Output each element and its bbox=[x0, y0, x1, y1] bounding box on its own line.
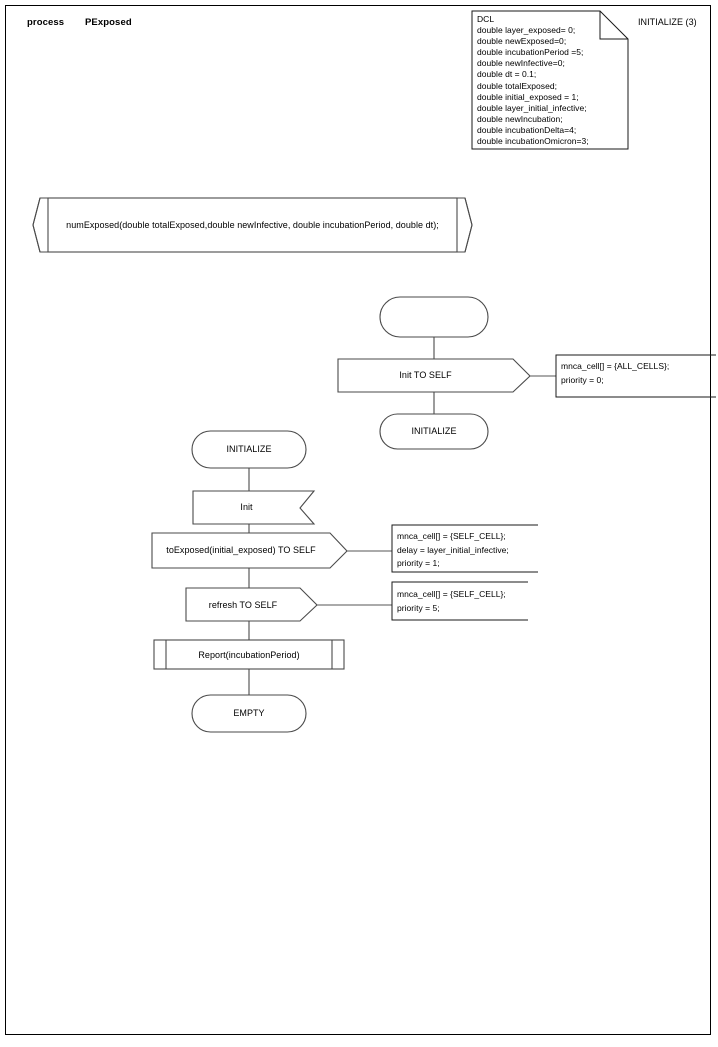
process-keyword-label: process bbox=[27, 17, 65, 28]
init-output-fill bbox=[338, 359, 530, 392]
report-procedure-fill bbox=[154, 640, 344, 669]
init-input-fill bbox=[193, 491, 314, 524]
init-input-shape bbox=[192, 490, 316, 525]
procedure-inner-rect bbox=[47, 197, 458, 253]
comment-refresh-text: mnca_cell[] = {SELF_CELL}; priority = 5; bbox=[397, 589, 506, 613]
init-output-label: Init TO SELF bbox=[399, 370, 452, 380]
comment-bracket-init bbox=[555, 354, 716, 398]
initialize-state-top-shape bbox=[379, 413, 489, 450]
dcl-note-outline bbox=[471, 10, 629, 150]
refresh-output-fill bbox=[186, 588, 317, 621]
report-procedure-label: Report(incubationPeriod) bbox=[198, 650, 300, 660]
comment-toexposed-text: mnca_cell[] = {SELF_CELL}; delay = layer… bbox=[397, 531, 509, 568]
procedure-right-wing bbox=[464, 197, 473, 253]
toexposed-output-label: toExposed(initial_exposed) TO SELF bbox=[166, 545, 316, 555]
refresh-output-shape bbox=[185, 587, 318, 622]
start-state-fill bbox=[380, 297, 488, 337]
initialize-state-main-fill bbox=[192, 431, 306, 468]
comment-init-text: mnca_cell[] = {ALL_CELLS}; priority = 0; bbox=[561, 361, 670, 385]
empty-state-fill bbox=[192, 695, 306, 732]
initialize-state-main-label: INITIALIZE bbox=[226, 444, 272, 454]
process-name-label: PExposed bbox=[85, 17, 132, 28]
initialize-state-top-label: INITIALIZE bbox=[411, 426, 457, 436]
init-input-label: Init bbox=[240, 502, 253, 512]
refresh-output-label: refresh TO SELF bbox=[208, 600, 278, 610]
empty-state-shape bbox=[191, 694, 307, 733]
dcl-note-fold-icon bbox=[599, 11, 628, 40]
procedure-hexagon bbox=[32, 197, 473, 253]
init-output-shape bbox=[337, 358, 531, 393]
dcl-note-body bbox=[472, 11, 628, 149]
page-border bbox=[5, 5, 711, 1035]
initialize-state-top-fill bbox=[380, 414, 488, 449]
procedure-left-wing-fill bbox=[33, 198, 52, 252]
page-number-label: INITIALIZE (3) bbox=[638, 17, 697, 27]
comment-bracket-toexposed bbox=[391, 524, 538, 573]
toexposed-output-fill bbox=[152, 533, 347, 568]
toexposed-output-shape bbox=[151, 532, 348, 569]
comment-bracket-refresh bbox=[391, 581, 528, 621]
dcl-note-text: DCL double layer_exposed= 0; double newE… bbox=[477, 14, 589, 147]
procedure-signature-label: numExposed(double totalExposed,double ne… bbox=[66, 220, 439, 230]
empty-state-label: EMPTY bbox=[233, 708, 265, 718]
procedure-inner-fill bbox=[48, 198, 457, 252]
